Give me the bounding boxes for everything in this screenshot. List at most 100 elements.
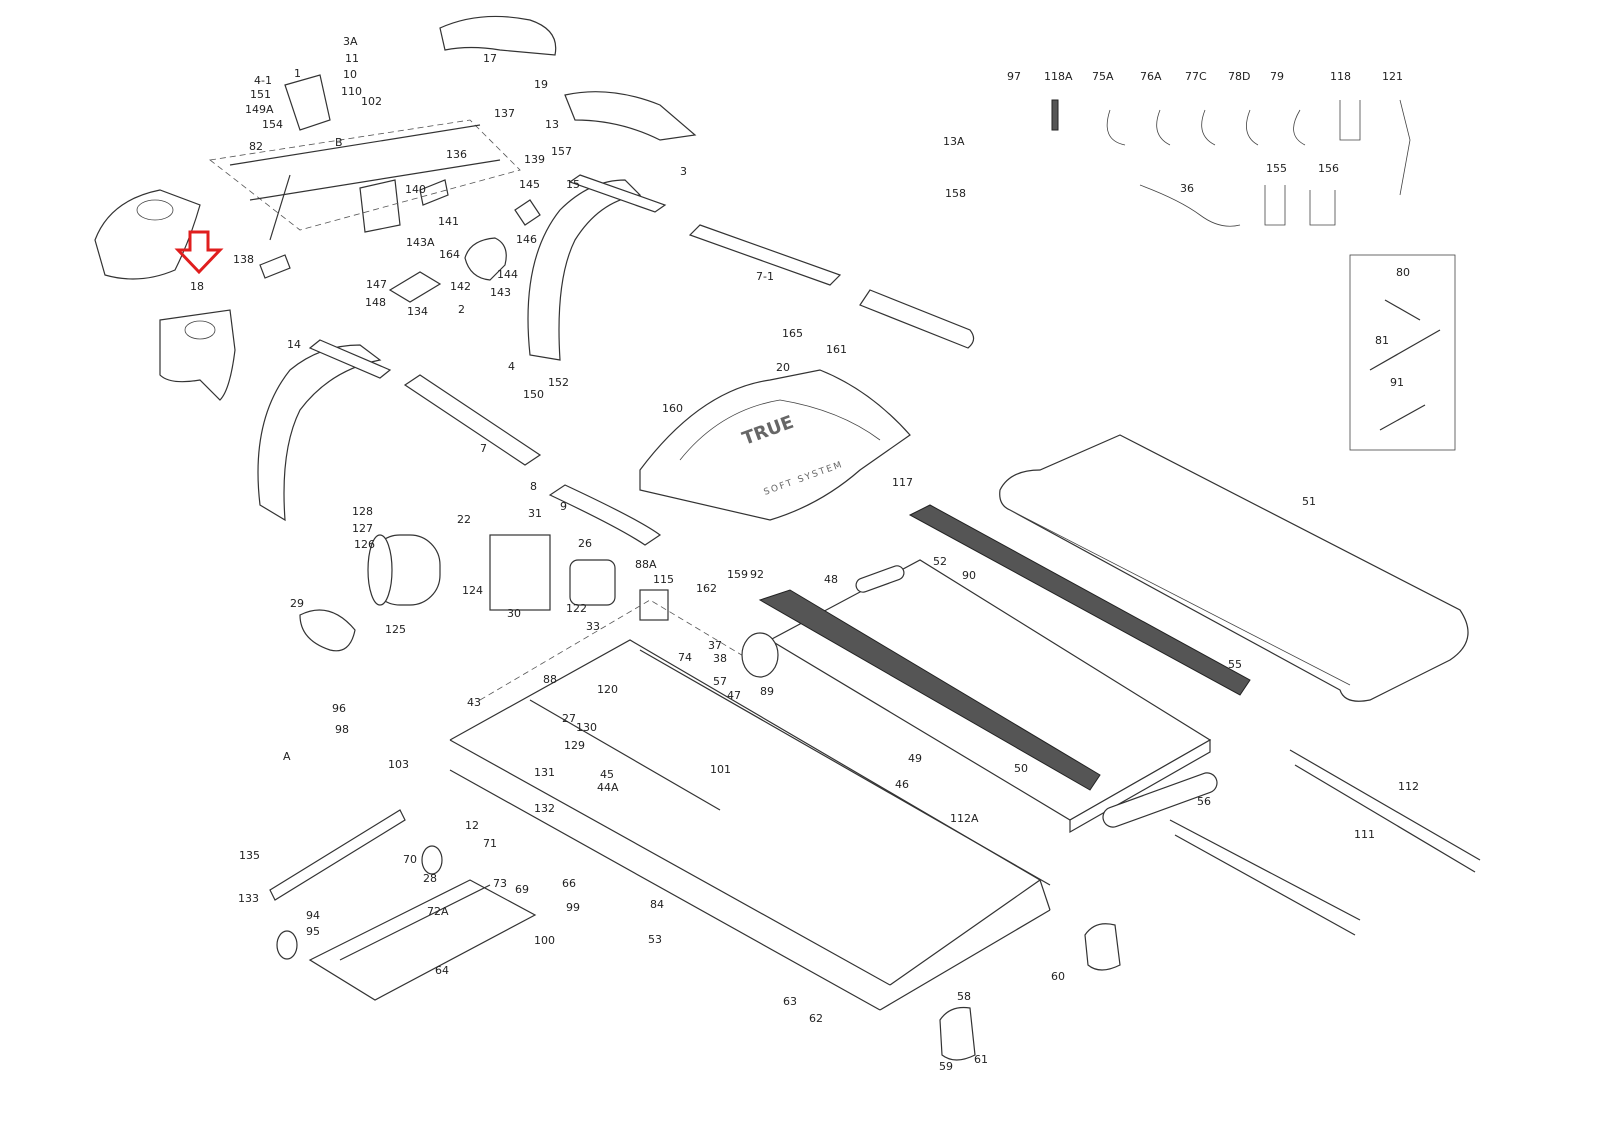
part-label-79: 79 [1270, 70, 1284, 83]
part-label-157: 157 [551, 145, 572, 158]
drive-components [299, 534, 669, 652]
part-label-45: 45 [600, 768, 614, 781]
part-label-125: 125 [385, 623, 406, 636]
part-label-134: 134 [407, 305, 428, 318]
part-label-127: 127 [352, 522, 373, 535]
part-label-3: 3 [680, 165, 687, 178]
part-label-53: 53 [648, 933, 662, 946]
part-label-66: 66 [562, 877, 576, 890]
part-label-b: B [335, 136, 343, 149]
part-label-159: 159 [727, 568, 748, 581]
part-label-26: 26 [578, 537, 592, 550]
part-label-77c: 77C [1185, 70, 1207, 83]
part-label-3a: 3A [343, 35, 358, 48]
part-label-140: 140 [405, 183, 426, 196]
part-label-30: 30 [507, 607, 521, 620]
part-label-19: 19 [534, 78, 548, 91]
part-label-7-1: 7-1 [756, 270, 774, 283]
part-label-31: 31 [528, 507, 542, 520]
part-label-38: 38 [713, 652, 727, 665]
part-label-18: 18 [190, 280, 204, 293]
part-label-139: 139 [524, 153, 545, 166]
part-label-101: 101 [710, 763, 731, 776]
part-label-44a: 44A [597, 781, 619, 794]
part-label-61: 61 [974, 1053, 988, 1066]
part-label-103: 103 [388, 758, 409, 771]
part-label-46: 46 [895, 778, 909, 791]
part-label-136: 136 [446, 148, 467, 161]
part-label-80: 80 [1396, 266, 1410, 279]
part-label-76a: 76A [1140, 70, 1162, 83]
part-label-150: 150 [523, 388, 544, 401]
part-label-143a: 143A [406, 236, 435, 249]
part-label-28: 28 [423, 872, 437, 885]
part-label-146: 146 [516, 233, 537, 246]
part-label-47: 47 [727, 689, 741, 702]
part-label-36: 36 [1180, 182, 1194, 195]
part-label-154: 154 [262, 118, 283, 131]
part-label-158: 158 [945, 187, 966, 200]
part-label-135: 135 [239, 849, 260, 862]
part-label-74: 74 [678, 651, 692, 664]
part-label-37: 37 [708, 639, 722, 652]
part-label-143: 143 [490, 286, 511, 299]
upright-posts [257, 174, 975, 546]
part-label-122: 122 [566, 602, 587, 615]
part-label-60: 60 [1051, 970, 1065, 983]
part-label-152: 152 [548, 376, 569, 389]
part-label-120: 120 [597, 683, 618, 696]
part-label-118a: 118A [1044, 70, 1073, 83]
part-label-63: 63 [783, 995, 797, 1008]
part-label-148: 148 [365, 296, 386, 309]
part-label-82: 82 [249, 140, 263, 153]
part-label-58: 58 [957, 990, 971, 1003]
part-label-12: 12 [465, 819, 479, 832]
part-label-50: 50 [1014, 762, 1028, 775]
highlight-arrow-icon [174, 230, 224, 275]
part-label-141: 141 [438, 215, 459, 228]
part-label-142: 142 [450, 280, 471, 293]
side-rails [1169, 749, 1481, 936]
part-label-100: 100 [534, 934, 555, 947]
part-label-48: 48 [824, 573, 838, 586]
part-label-52: 52 [933, 555, 947, 568]
tool-box [1349, 254, 1456, 451]
part-label-43: 43 [467, 696, 481, 709]
part-label-102: 102 [361, 95, 382, 108]
part-label-112: 112 [1398, 780, 1419, 793]
part-label-124: 124 [462, 584, 483, 597]
part-label-162: 162 [696, 582, 717, 595]
main-frame [449, 599, 1051, 1011]
part-label-155: 155 [1266, 162, 1287, 175]
part-label-96: 96 [332, 702, 346, 715]
part-label-126: 126 [354, 538, 375, 551]
wire-harnesses [1051, 99, 1411, 227]
part-label-165: 165 [782, 327, 803, 340]
part-label-138: 138 [233, 253, 254, 266]
part-label-13a: 13A [943, 135, 965, 148]
part-label-131: 131 [534, 766, 555, 779]
part-label-a: A [283, 750, 291, 763]
part-label-99: 99 [566, 901, 580, 914]
running-belt [999, 434, 1469, 702]
part-label-90: 90 [962, 569, 976, 582]
part-label-8: 8 [530, 480, 537, 493]
part-label-111: 111 [1354, 828, 1375, 841]
part-label-110: 110 [341, 85, 362, 98]
part-label-72a: 72A [427, 905, 449, 918]
part-label-64: 64 [435, 964, 449, 977]
part-label-55: 55 [1228, 658, 1242, 671]
part-label-92: 92 [750, 568, 764, 581]
lift-assembly [269, 809, 537, 1001]
part-label-4: 4 [508, 360, 515, 373]
part-label-149a: 149A [245, 103, 274, 116]
part-label-147: 147 [366, 278, 387, 291]
part-label-17: 17 [483, 52, 497, 65]
part-label-13: 13 [545, 118, 559, 131]
part-label-14: 14 [287, 338, 301, 351]
part-label-161: 161 [826, 343, 847, 356]
part-label-144: 144 [497, 268, 518, 281]
part-label-1: 1 [294, 67, 301, 80]
part-label-128: 128 [352, 505, 373, 518]
